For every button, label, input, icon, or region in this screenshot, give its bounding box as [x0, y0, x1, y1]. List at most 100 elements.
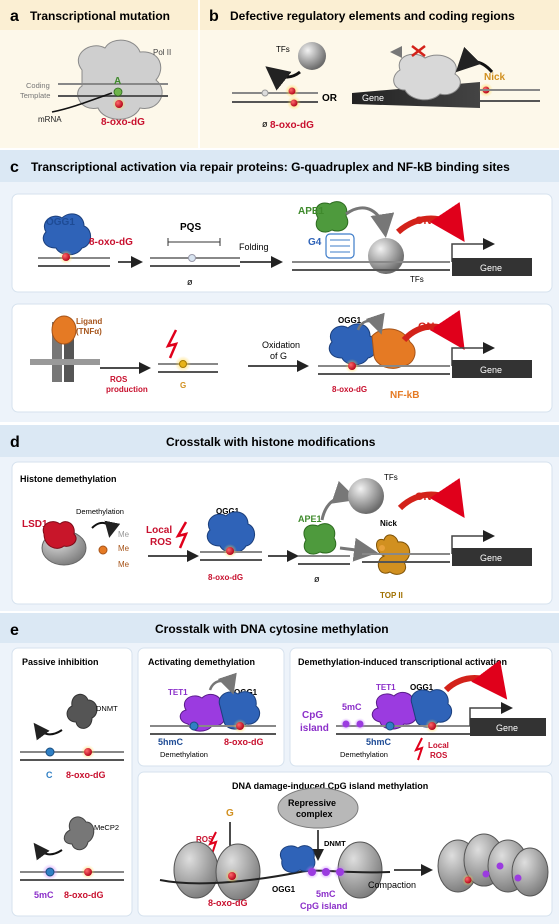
- tnf-ligand: [51, 315, 77, 345]
- lesion-label-b: 8-oxo-dG: [270, 120, 314, 131]
- dnmt-release-arrow: [33, 722, 63, 741]
- panel-d-title: Crosstalk with histone modifications: [166, 435, 376, 449]
- ros-label-c: ROS: [110, 375, 128, 384]
- 5hmc-dot-i: [385, 721, 395, 731]
- lesion-dot-dmg: [228, 872, 236, 880]
- ogg1-shape-d: [206, 511, 255, 554]
- damage-title: DNA damage-induced CpG island methylatio…: [232, 781, 428, 791]
- panel-e: e Crosstalk with DNA cytosine methylatio…: [0, 613, 559, 924]
- demethylation-label-d: Demethylation: [76, 507, 124, 516]
- gene-label-i: Gene: [496, 723, 518, 733]
- ape1-label-d: APE1: [298, 514, 322, 524]
- lesion-dot-e1: [84, 748, 92, 756]
- panel-b-letter: b: [209, 8, 219, 25]
- cpg-label-dmg: CpG island: [300, 901, 348, 911]
- c-label: C: [46, 770, 53, 780]
- lesion-dot-ea: [236, 722, 244, 730]
- ape1-nick-arrow: [339, 537, 378, 562]
- mecp2-label: MeCP2: [94, 823, 119, 832]
- nfkb-label: NF-kB: [390, 390, 419, 401]
- panel-c: c Transcriptional activation via repair …: [0, 150, 559, 422]
- panel-a-title: Transcriptional mutation: [30, 9, 170, 23]
- panel-e-title: Crosstalk with DNA cytosine methylation: [155, 622, 389, 636]
- on-arrow-i: [443, 660, 508, 700]
- gene-label-c1: Gene: [480, 263, 502, 273]
- nucleosome-dmg-1: [173, 841, 219, 899]
- panel-d-letter: d: [10, 434, 20, 451]
- cytosine-dot: [45, 747, 55, 757]
- ape1-shape-d: [303, 523, 337, 555]
- null-label-d: ø: [314, 574, 320, 584]
- nick-label-b: Nick: [484, 72, 506, 83]
- gene-box-c1: [452, 258, 532, 276]
- ogg1-recruit-arrow-c: [356, 312, 385, 335]
- mecp2-release-arrow: [33, 842, 63, 861]
- lesion-label-a: 8-oxo-dG: [101, 117, 145, 128]
- gene-box-i: [470, 718, 546, 736]
- tet1-ogg1-arrow: [208, 672, 237, 695]
- ros-production-label: production: [106, 385, 148, 394]
- lesion-label-d: 8-oxo-dG: [208, 573, 243, 582]
- compact-nucleosome-4: [511, 847, 549, 897]
- panel-a-header: [0, 0, 198, 30]
- lsd1-shape: [42, 521, 77, 549]
- on-arrow-c1: [395, 202, 465, 242]
- damage-dna-strand: [159, 869, 391, 885]
- ogg1-label-c1: OGG1: [46, 217, 75, 228]
- lsd1-label: LSD1: [22, 519, 48, 530]
- lesion-dot-e2: [84, 868, 92, 876]
- demethylation-label-ea: Demethylation: [160, 750, 208, 759]
- histone-demethylation-label: Histone demethylation: [20, 474, 117, 484]
- gene-label-d: Gene: [480, 553, 502, 563]
- 5mc-dot-i2: [356, 720, 364, 728]
- ligand-label: Ligand: [76, 317, 102, 326]
- tnf-label: (TNFα): [76, 327, 102, 336]
- g-label-d: G: [226, 808, 234, 819]
- lesion-dot-c1: [62, 253, 70, 261]
- 5mc-dot-dmg2: [322, 868, 330, 876]
- abasic-c2: [188, 254, 196, 262]
- tf-label-c: TFs: [410, 275, 424, 284]
- ros-label-i: ROS: [430, 751, 448, 760]
- tf-sphere-c: [368, 238, 404, 274]
- panel-d-header: [0, 425, 559, 457]
- tf-label-b: TFs: [276, 45, 290, 54]
- tss-arrow-c1: [451, 238, 495, 262]
- top2-label: TOP II: [380, 591, 403, 600]
- nick-label-d: Nick: [380, 519, 397, 528]
- nick-dot-d: [379, 545, 385, 551]
- adenine-label: A: [114, 76, 121, 87]
- ape1-recruit-arrow: [345, 206, 395, 238]
- repressive-complex-shape: [277, 787, 359, 829]
- panel-c-letter: c: [10, 159, 19, 176]
- demethylation-label-i: Demethylation: [340, 750, 388, 759]
- nick-arrow: [455, 46, 494, 74]
- mrna-strand: [51, 92, 113, 113]
- panel-e-header: [0, 613, 559, 643]
- activating-title: Activating demethylation: [148, 657, 255, 667]
- on-arrow-d: [397, 478, 465, 518]
- panel-b-title: Defective regulatory elements and coding…: [230, 9, 515, 23]
- ogg1-label-d: OGG1: [216, 507, 240, 516]
- ros-label-d: ROS: [150, 537, 172, 548]
- panel-d: d Crosstalk with histone modifications H…: [0, 425, 559, 611]
- 5mc-dot-passive: [45, 867, 55, 877]
- panel-c-title: Transcriptional activation via repair pr…: [31, 160, 510, 174]
- null-label-b: ø: [262, 119, 268, 129]
- ros-label-dmg: ROS: [196, 835, 214, 844]
- compact-5mc-1: [482, 870, 490, 878]
- ros-bolt-c: [165, 329, 179, 359]
- panel-a-letter: a: [10, 8, 19, 25]
- ape1-label-c: APE1: [298, 206, 325, 217]
- pqs-label: PQS: [180, 222, 201, 233]
- polii-b-shape: [393, 53, 461, 101]
- ogg1-shape-c1: [42, 213, 91, 256]
- ros-bolt-d: [175, 521, 189, 549]
- local-label-i: Local: [428, 741, 449, 750]
- on-label-d: ON: [415, 491, 432, 503]
- mrna-label: mRNA: [38, 115, 62, 124]
- tet1-label-i: TET1: [376, 683, 396, 692]
- compact-5mc-3: [514, 874, 522, 882]
- 5mc-dot-dmg3: [336, 868, 344, 876]
